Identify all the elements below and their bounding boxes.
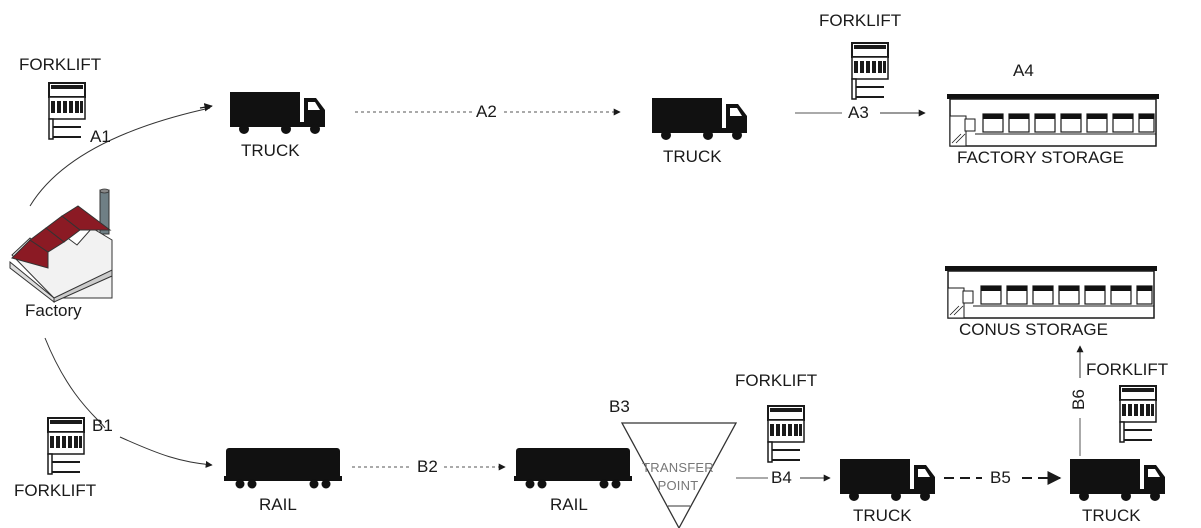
forklift-icon (852, 43, 888, 99)
forklift-label-a: FORKLIFT (19, 56, 101, 73)
forklift-icon (49, 83, 85, 139)
forklift-label-b1: FORKLIFT (14, 482, 96, 499)
forklift-icon (768, 406, 804, 462)
b6-label: B6 (1070, 389, 1087, 410)
forklift-label-b4: FORKLIFT (735, 372, 817, 389)
b5-label: B5 (990, 469, 1011, 486)
a3-label: A3 (848, 104, 869, 121)
factory-icon (10, 189, 112, 302)
b1-label: B1 (92, 417, 113, 434)
warehouse-icon (947, 94, 1159, 146)
truck-icon (652, 98, 747, 140)
forklift-label-b6: FORKLIFT (1086, 361, 1168, 378)
forklift-label-a3: FORKLIFT (819, 12, 901, 29)
b2-label: B2 (417, 458, 438, 475)
transfer-point-icon (622, 423, 736, 528)
conus-storage-label: CONUS STORAGE (959, 321, 1108, 338)
truck-label-b5: TRUCK (1082, 507, 1141, 524)
b1-connector (45, 338, 105, 428)
rail-car-icon (224, 448, 342, 489)
a1-label: A1 (90, 128, 111, 145)
truck-label-b4: TRUCK (853, 507, 912, 524)
truck-icon (1070, 459, 1165, 501)
point-label: POINT (630, 479, 726, 492)
truck-icon (230, 92, 325, 134)
truck-icon (840, 459, 935, 501)
b4-label: B4 (771, 469, 792, 486)
rail-car-icon (514, 448, 632, 489)
truck-label-a1: TRUCK (241, 142, 300, 159)
warehouse-icon (945, 266, 1157, 318)
a2-label: A2 (476, 103, 497, 120)
truck-label-a2: TRUCK (663, 148, 722, 165)
rail-label-1: RAIL (259, 496, 297, 513)
a1-connector (30, 108, 210, 206)
a4-label: A4 (1013, 62, 1034, 79)
transfer-label: TRANSFER (630, 461, 726, 474)
b3-label: B3 (609, 398, 630, 415)
rail-label-2: RAIL (550, 496, 588, 513)
forklift-icon (48, 418, 84, 474)
forklift-icon (1120, 386, 1156, 442)
factory-storage-label: FACTORY STORAGE (957, 149, 1124, 166)
factory-label: Factory (25, 302, 82, 319)
